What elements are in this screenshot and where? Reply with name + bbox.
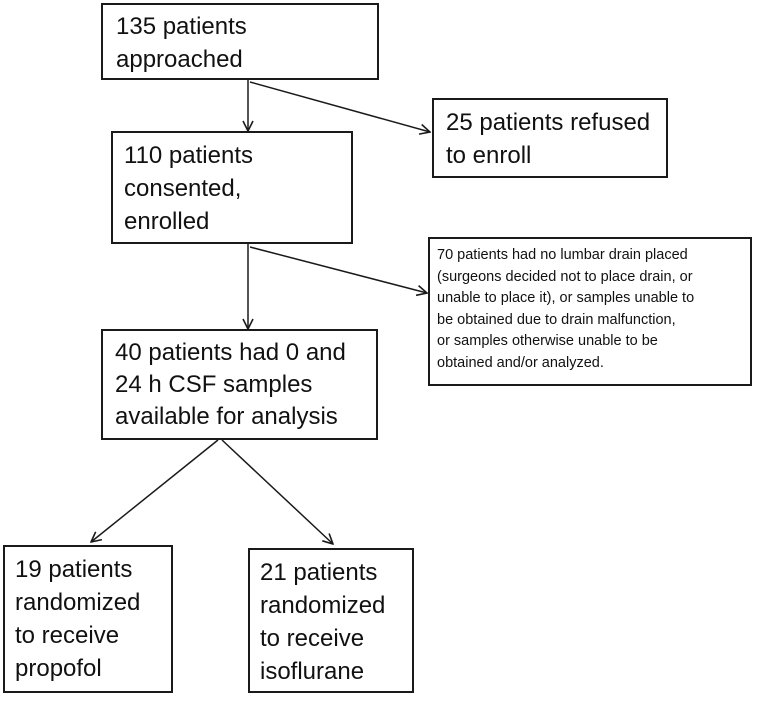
arrow-approached-to-refused (249, 81, 430, 132)
consented-box: 110 patients consented, enrolled (111, 131, 353, 244)
propofol-text: 19 patients randomized to receive propof… (15, 556, 141, 682)
consented-text: 110 patients consented, enrolled (124, 142, 253, 235)
arrow-available-to-propofol (91, 439, 219, 542)
approached-box: 135 patients approached (101, 3, 379, 80)
arrow-available-to-isoflurane (221, 439, 333, 544)
arrow-consented-to-excluded (249, 246, 427, 293)
available-text: 40 patients had 0 and 24 h CSF samples a… (115, 339, 346, 430)
available-box: 40 patients had 0 and 24 h CSF samples a… (101, 329, 378, 440)
isoflurane-box: 21 patients randomized to receive isoflu… (248, 548, 414, 693)
approached-text: 135 patients approached (116, 13, 247, 73)
excluded-text: 70 patients had no lumbar drain placed (… (437, 247, 695, 371)
propofol-box: 19 patients randomized to receive propof… (3, 545, 173, 693)
isoflurane-text: 21 patients randomized to receive isoflu… (260, 559, 386, 685)
excluded-box: 70 patients had no lumbar drain placed (… (428, 237, 752, 386)
refused-text: 25 patients refused to enroll (446, 109, 651, 169)
refused-box: 25 patients refused to enroll (432, 98, 668, 178)
